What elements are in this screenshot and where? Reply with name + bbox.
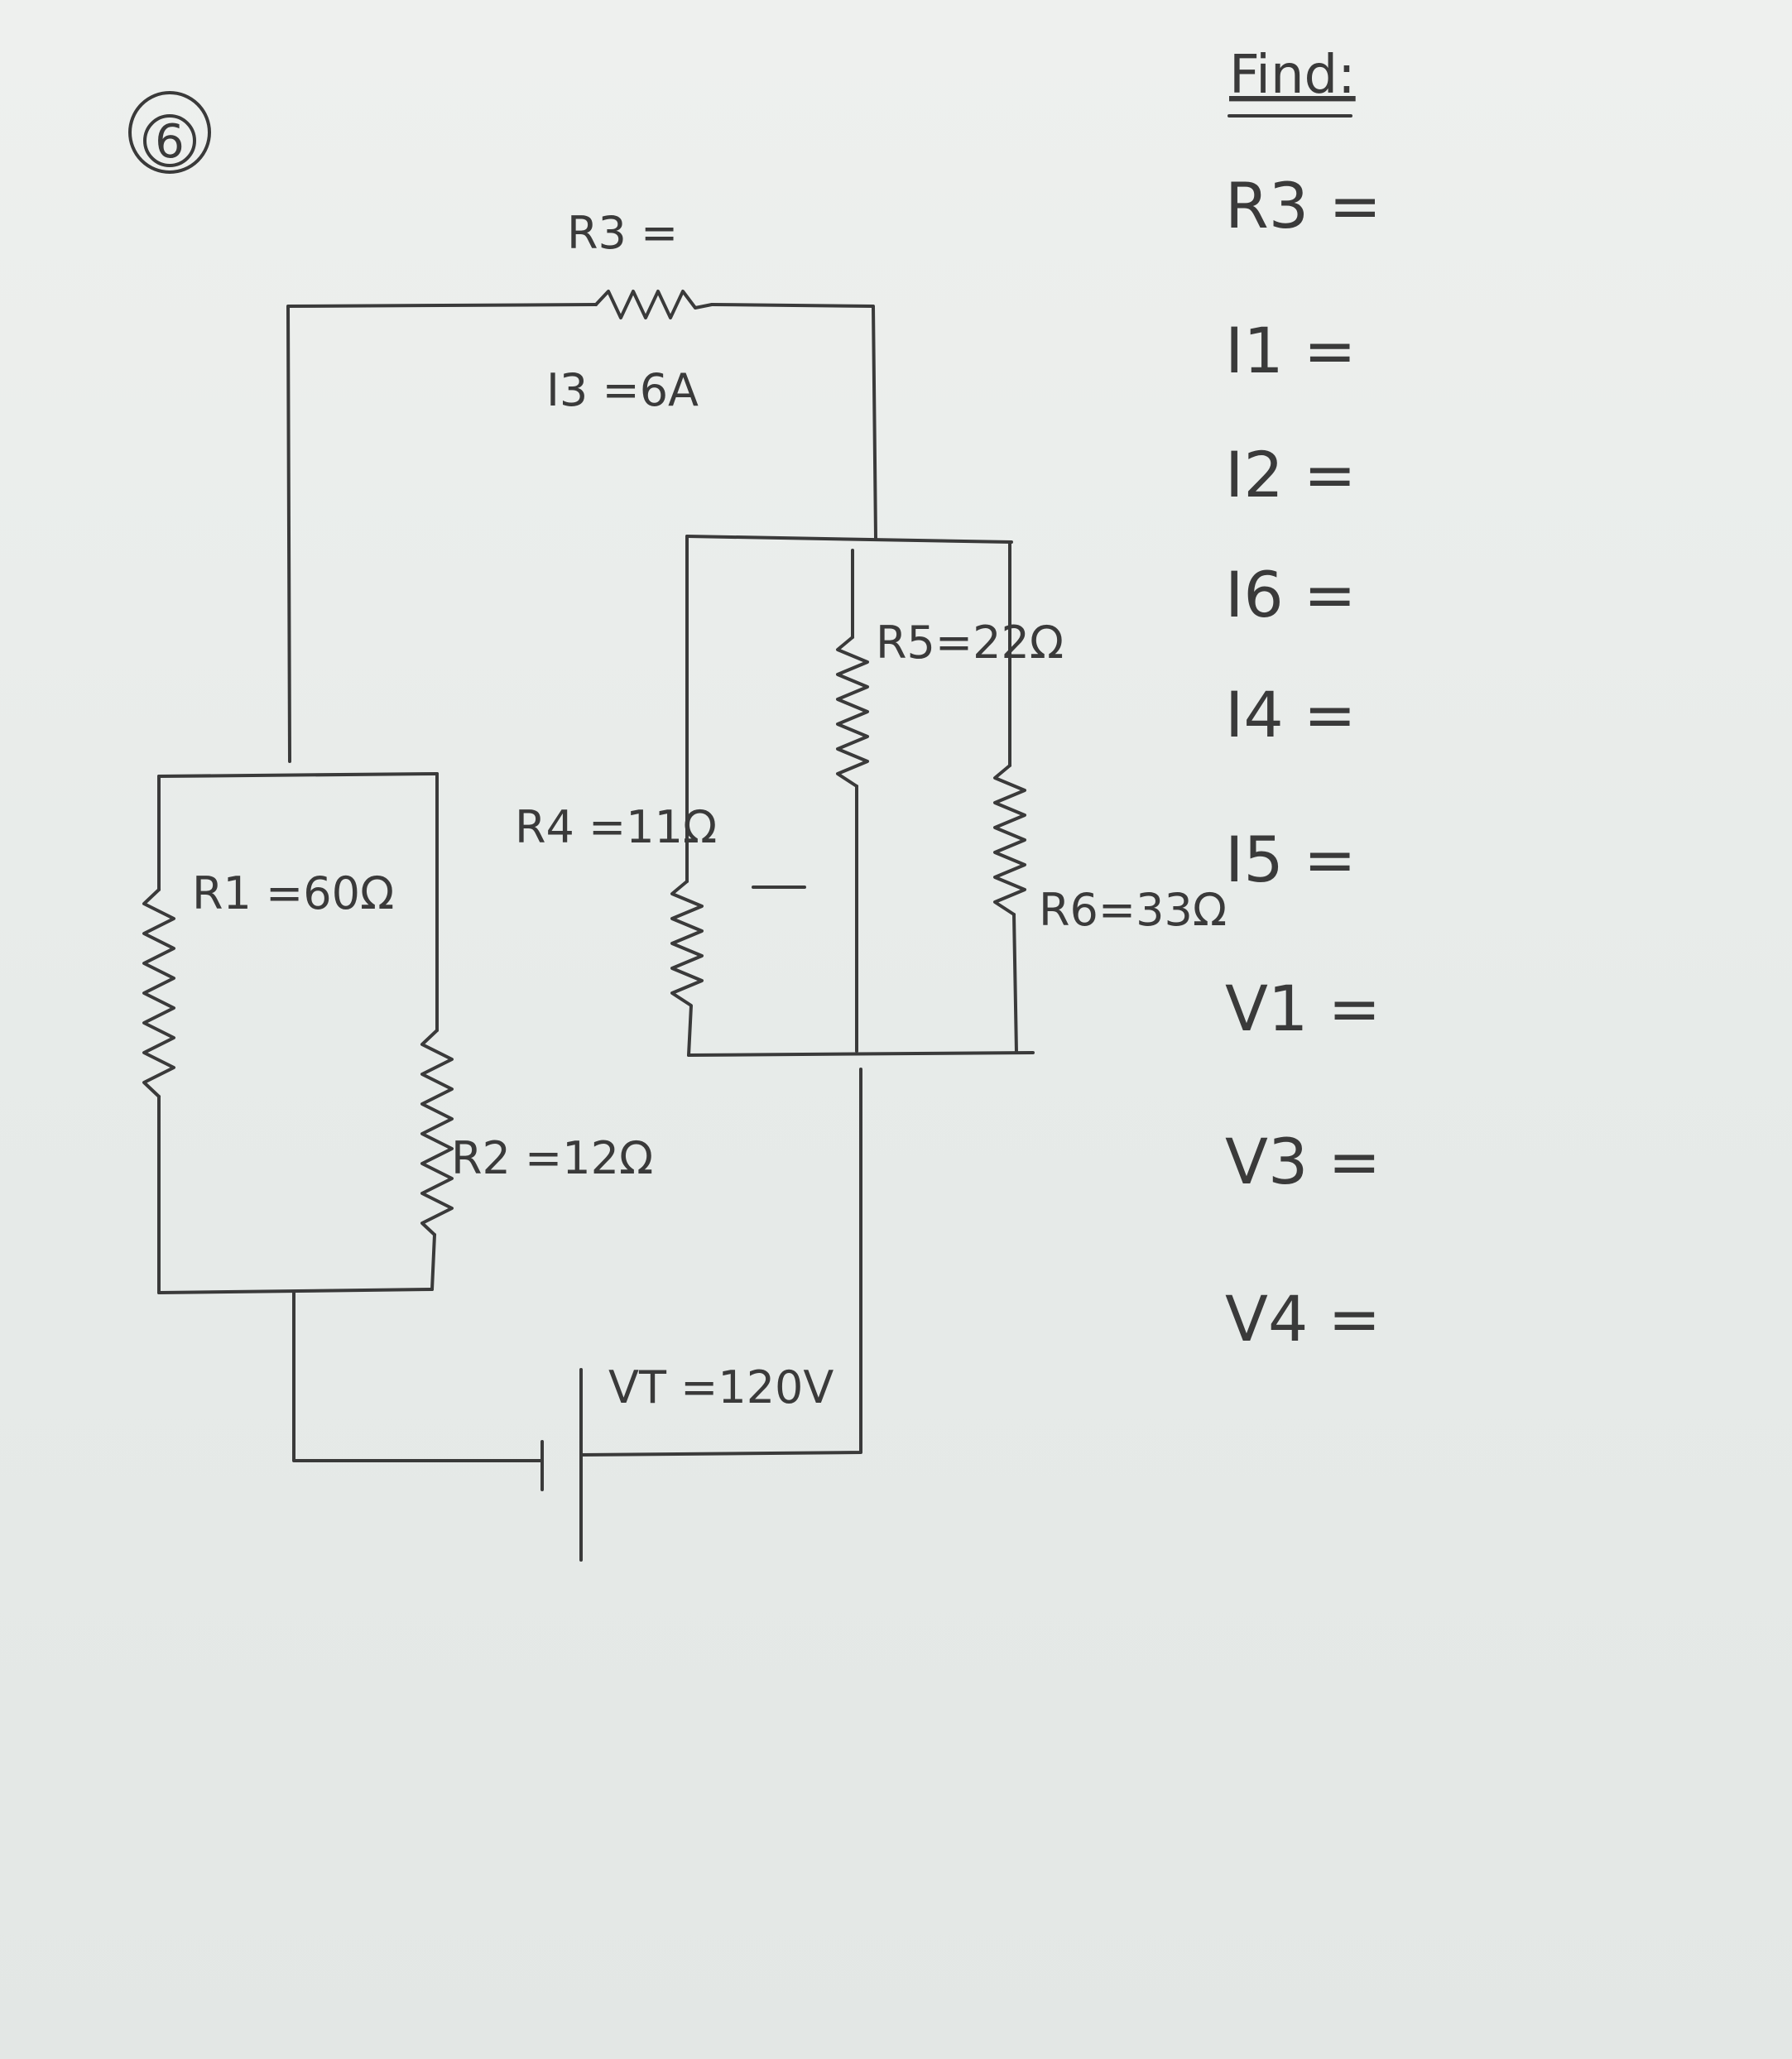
find-item: I6 = bbox=[1225, 558, 1357, 631]
find-title: Find: bbox=[1229, 45, 1356, 106]
wire-top-left bbox=[286, 303, 598, 763]
find-item: I5 = bbox=[1225, 823, 1357, 896]
resistor-r2 bbox=[420, 1029, 454, 1236]
problem-number: 6 bbox=[155, 115, 185, 169]
wire-right-return bbox=[579, 1068, 862, 1457]
label-r2: R2 =12Ω bbox=[451, 1132, 653, 1184]
find-item: I2 = bbox=[1225, 438, 1357, 511]
wire-r2-branch-bottom bbox=[430, 1233, 436, 1291]
label-r5: R5=22Ω bbox=[876, 617, 1064, 669]
find-item: I4 = bbox=[1225, 678, 1357, 751]
find-list: Find: R3 = I1 = I2 = I6 = I4 = I5 = V1 = V3 = V4… bbox=[1225, 45, 1381, 1356]
wire-parallel-top bbox=[685, 535, 1013, 544]
find-item: R3 = bbox=[1225, 169, 1381, 242]
label-vt: VT =120V bbox=[608, 1361, 834, 1413]
problem-number-badge: 6 bbox=[128, 91, 211, 174]
resistor-r3 bbox=[594, 290, 713, 319]
find-item: I1 = bbox=[1225, 314, 1357, 387]
find-item: V3 = bbox=[1225, 1125, 1381, 1198]
label-i3: I3 =6A bbox=[546, 364, 699, 416]
find-item: V1 = bbox=[1225, 972, 1381, 1045]
find-items: R3 = I1 = I2 = I6 = I4 = I5 = V1 = V3 = V4 = bbox=[1225, 169, 1381, 1356]
battery-symbol bbox=[540, 1368, 583, 1562]
find-item: V4 = bbox=[1225, 1282, 1381, 1356]
label-r6: R6=33Ω bbox=[1039, 884, 1227, 936]
label-r3: R3 = bbox=[567, 207, 678, 259]
label-r4: R4 =11Ω bbox=[515, 801, 717, 853]
resistor-r4 bbox=[670, 880, 704, 1057]
wire-bottom-left bbox=[292, 1291, 544, 1462]
resistor-r6 bbox=[993, 764, 1026, 916]
wire-top-right bbox=[710, 303, 877, 540]
wire-r1r2-bottom bbox=[157, 1288, 434, 1294]
label-r1: R1 =60Ω bbox=[192, 867, 394, 919]
resistor-r5 bbox=[836, 636, 869, 788]
wire-r1r2-top bbox=[157, 772, 439, 778]
wire-parallel-bottom bbox=[687, 1051, 1035, 1057]
resistor-r1 bbox=[142, 888, 175, 1098]
wire-r6-branch-bottom bbox=[1012, 913, 1018, 1054]
